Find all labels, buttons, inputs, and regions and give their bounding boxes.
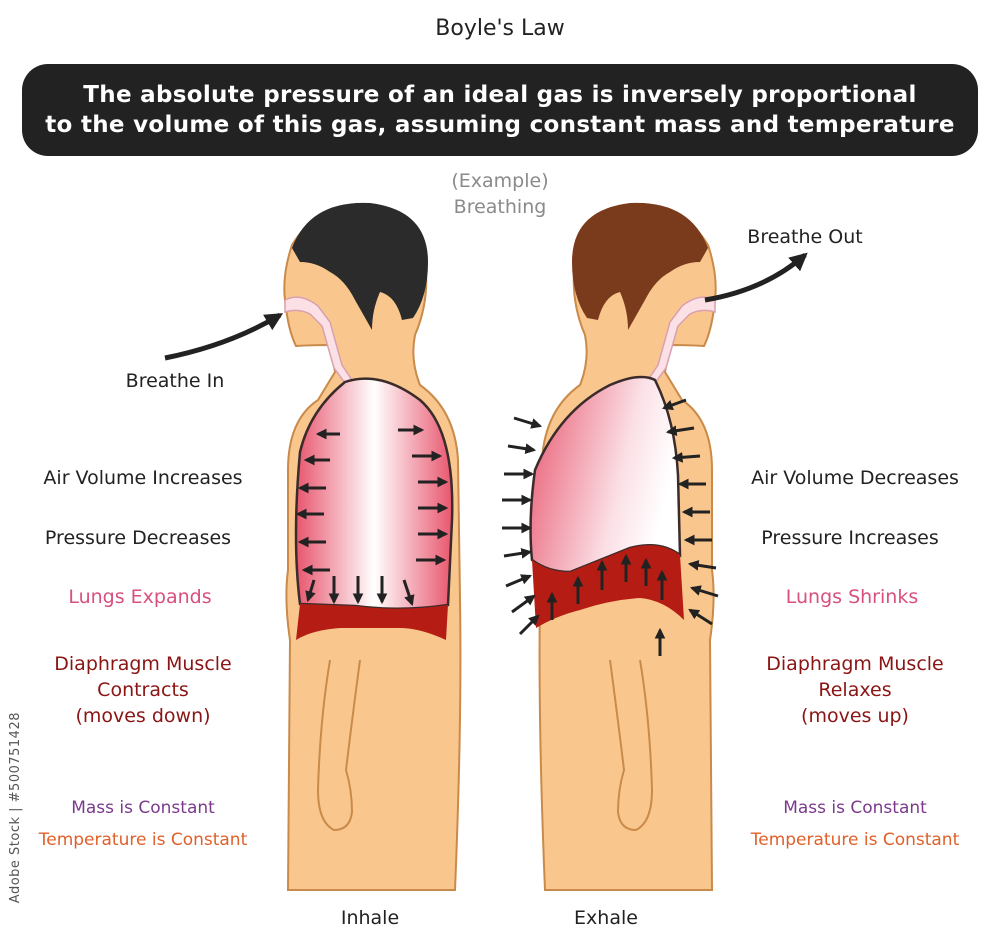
- inhale-caption: Inhale: [340, 907, 400, 929]
- example-tag: (Example): [451, 170, 549, 192]
- breathe-out-label: Breathe Out: [747, 226, 863, 248]
- exhale-arm: [609, 659, 654, 832]
- inhale-volume-label: Air Volume Increases: [43, 467, 243, 489]
- inhale-arm: [316, 659, 361, 832]
- inhale-diaphragm-line-1: Diaphragm Muscle: [54, 653, 232, 675]
- exhale-mass-label: Mass is Constant: [783, 798, 927, 818]
- exhale-lungs-label: Lungs Shrinks: [785, 586, 919, 608]
- inhale-pressure-label: Pressure Decreases: [44, 527, 232, 549]
- exhale-diaphragm-line-2: Relaxes: [818, 679, 892, 701]
- definition-banner: The absolute pressure of an ideal gas is…: [22, 64, 978, 156]
- example-topic: Breathing: [453, 196, 547, 218]
- stock-id-watermark: Adobe Stock | #500751428: [8, 712, 23, 904]
- definition-line-1: The absolute pressure of an ideal gas is…: [83, 82, 917, 108]
- example-label: (Example) Breathing: [400, 168, 600, 220]
- inhale-diaphragm-label: Diaphragm Muscle Contracts (moves down): [10, 651, 276, 729]
- exhale-volume-label: Air Volume Decreases: [751, 467, 959, 489]
- breathe-in-label: Breathe In: [125, 370, 225, 392]
- exhale-caption: Exhale: [574, 907, 638, 929]
- inhale-hair: [292, 202, 428, 330]
- exhale-lung: [529, 375, 682, 574]
- breathe-in-arrow: [164, 312, 284, 361]
- inhale-lungs-label: Lungs Expands: [68, 586, 212, 608]
- breathe-out-arrow: [704, 252, 808, 303]
- page-title: Boyle's Law: [435, 16, 565, 41]
- exhale-figure: [529, 202, 717, 891]
- exhale-pressure-label: Pressure Increases: [761, 527, 939, 549]
- inhale-diaphragm-line-2: Contracts: [97, 679, 189, 701]
- inhale-diaphragm-line-3: (moves down): [75, 705, 211, 727]
- inhale-figure: [283, 202, 462, 891]
- inhale-mass-label: Mass is Constant: [71, 798, 215, 818]
- exhale-temperature-label: Temperature is Constant: [750, 830, 960, 850]
- inhale-lung: [294, 377, 454, 610]
- exhale-diaphragm-line-1: Diaphragm Muscle: [766, 653, 944, 675]
- exhale-compression-arrows: [502, 398, 719, 656]
- exhale-diaphragm-line-3: (moves up): [801, 705, 909, 727]
- inhale-expansion-arrows: [295, 424, 449, 607]
- exhale-hair: [572, 202, 708, 330]
- definition-line-2: to the volume of this gas, assuming cons…: [45, 112, 955, 138]
- exhale-diaphragm-label: Diaphragm Muscle Relaxes (moves up): [722, 651, 988, 729]
- inhale-temperature-label: Temperature is Constant: [38, 830, 248, 850]
- inhale-diaphragm: [296, 604, 448, 640]
